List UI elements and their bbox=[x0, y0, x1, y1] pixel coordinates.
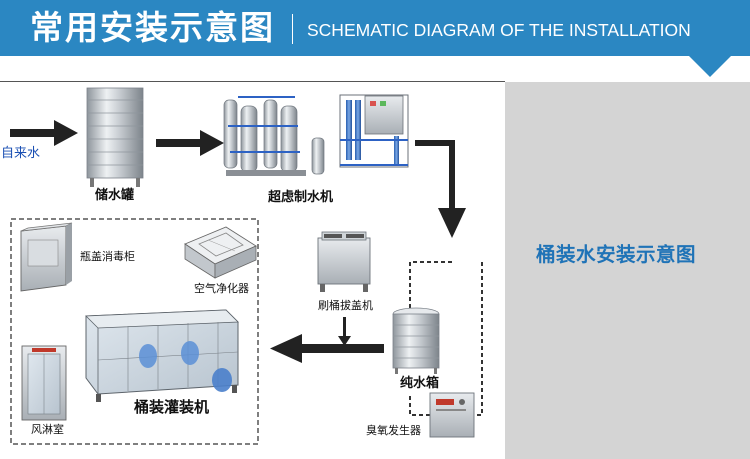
uf-machine-illustration bbox=[223, 94, 409, 176]
side-panel bbox=[505, 82, 750, 459]
bottle-sterilizer-illustration bbox=[20, 222, 73, 292]
air-shower-illustration bbox=[21, 345, 67, 421]
header-banner bbox=[0, 0, 750, 56]
frame-top-line bbox=[0, 81, 505, 82]
brush-uncap-machine-illustration bbox=[317, 231, 371, 292]
filling-machine-illustration bbox=[85, 309, 239, 402]
dashed-ozone-loop bbox=[409, 261, 483, 416]
side-panel-label: 桶装水安装示意图 bbox=[536, 243, 697, 266]
label-ozone-generator: 臭氧发生器 bbox=[366, 424, 421, 437]
label-pure-water-tank: 纯水箱 bbox=[400, 376, 440, 391]
title-english: SCHEMATIC DIAGRAM OF THE INSTALLATION bbox=[307, 20, 691, 40]
label-air-shower: 风淋室 bbox=[31, 423, 64, 436]
storage-tank-illustration bbox=[86, 87, 144, 187]
banner-notch bbox=[688, 55, 732, 77]
arrow-brush-down bbox=[338, 317, 351, 346]
air-purifier-illustration bbox=[184, 226, 257, 279]
label-uf-machine: 超虑制水机 bbox=[268, 190, 334, 205]
title-divider bbox=[292, 14, 293, 44]
arrow-tank-to-uf bbox=[156, 130, 224, 156]
title-chinese: 常用安装示意图 bbox=[30, 8, 275, 47]
label-filling-machine: 桶装灌装机 bbox=[134, 398, 210, 416]
arrow-tap-to-tank bbox=[10, 120, 78, 146]
label-storage-tank: 储水罐 bbox=[95, 188, 135, 203]
label-bottle-sterilizer: 瓶盖消毒柜 bbox=[80, 250, 135, 263]
arrow-to-filling-machine bbox=[270, 334, 384, 363]
label-brush-uncap-machine: 刷桶拔盖机 bbox=[318, 299, 373, 312]
label-tap-water: 自来水 bbox=[1, 146, 41, 161]
label-air-purifier: 空气净化器 bbox=[194, 282, 249, 295]
pure-water-tank-illustration bbox=[392, 307, 440, 374]
filling-area-frame bbox=[10, 218, 259, 445]
ozone-generator-illustration bbox=[429, 392, 475, 438]
arrow-uf-to-pure-tank bbox=[415, 140, 466, 238]
